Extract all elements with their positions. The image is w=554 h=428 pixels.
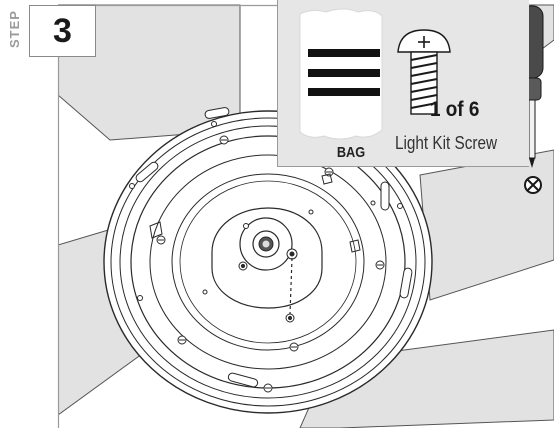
step-number-box: 3 bbox=[29, 5, 96, 57]
quantity-label: 1 of 6 bbox=[430, 98, 480, 121]
screw-holes bbox=[238, 223, 298, 323]
parts-panel-art bbox=[299, 8, 451, 140]
step-number: 3 bbox=[53, 12, 72, 50]
locating-tabs bbox=[149, 173, 361, 253]
parts-panel: BAG 1 of 6 Light Kit Screw bbox=[277, 0, 529, 167]
keyhole-slots bbox=[135, 107, 413, 388]
perimeter-screws bbox=[129, 121, 403, 393]
mounting-plate bbox=[211, 207, 323, 309]
step-label: STEP bbox=[7, 10, 22, 48]
fan-blade-right bbox=[419, 149, 554, 301]
bag-label: BAG bbox=[336, 144, 366, 161]
screw-icon bbox=[397, 29, 451, 115]
phillips-head-icon bbox=[524, 176, 542, 194]
screw-name-label: Light Kit Screw bbox=[395, 133, 498, 153]
bag-icon bbox=[299, 8, 383, 140]
fan-blade-bottom-right bbox=[299, 329, 554, 428]
